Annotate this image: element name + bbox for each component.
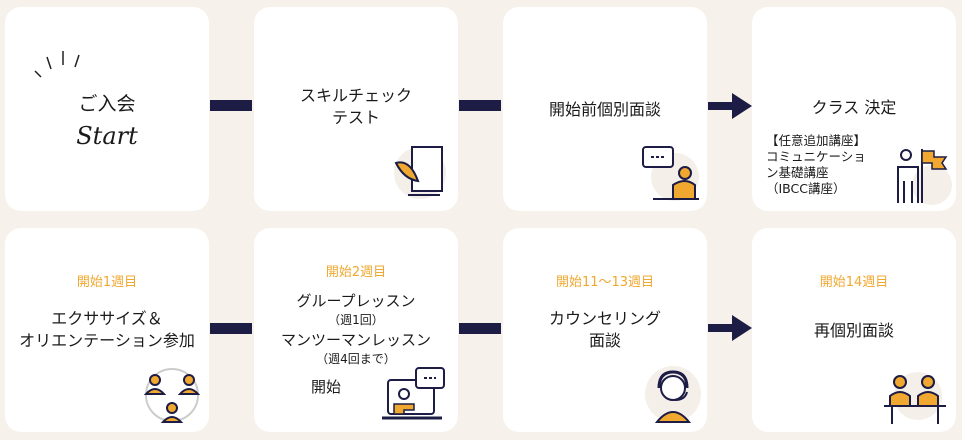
step-title: クラス 決定 [811,98,897,117]
group-people-icon [143,368,201,423]
lesson-line: グループレッスン [296,292,416,310]
note-line: （IBCC講座） [766,181,846,196]
week-label: 開始11〜13週目 [555,275,655,290]
speech-person-icon [642,146,699,201]
step-card-class-decision: クラス 決定 【任意追加講座】 コミュニケーショ ン基礎講座 （IBCC講座） [752,7,956,211]
step-card-week11-13: 開始11〜13週目 カウンセリング 面談 [503,228,707,432]
connector-arrow [708,93,752,119]
meeting-table-icon [884,372,946,424]
step-card-skill-check: スキルチェック テスト [254,7,458,211]
connector-bar [210,323,252,334]
lesson-line: （週1回） [328,313,384,327]
note-line: ン基礎講座 [766,165,829,180]
week-label: 開始1週目 [76,275,138,290]
week-label: 開始2週目 [325,265,387,280]
step-card-week2: 開始2週目 グループレッスン （週1回） マンツーマンレッスン （週4回まで） … [254,228,458,432]
person-flag-icon [897,149,952,205]
step-title: 開始前個別面談 [548,100,661,119]
optional-course-note: 【任意追加講座】 コミュニケーショ ン基礎講座 （IBCC講座） [766,133,866,197]
week-label: 開始14週目 [819,275,889,290]
lesson-line: 開始 [310,378,341,396]
step-card-join: ご入会 Start [5,7,209,211]
step-title-line: エクササイズ＆ [51,309,163,328]
step-card-week1: 開始1週目 エクササイズ＆ オリエンテーション参加 [5,228,209,432]
connector-bar [210,100,252,111]
step-subtitle: Start [76,122,138,150]
step-card-initial-interview: 開始前個別面談 [503,7,707,211]
connector-bar [459,323,501,334]
step-title-line: オリエンテーション参加 [19,331,195,350]
sparkle-icon [34,51,80,78]
step-title: 再個別面談 [813,321,894,340]
step-title-line: カウンセリング [548,309,661,328]
step-title-line: テスト [331,108,380,127]
step-card-week14: 開始14週目 再個別面談 [752,228,956,432]
note-line: 【任意追加講座】 [766,133,867,148]
connector-arrow [708,315,752,341]
step-title-line: 面談 [588,331,621,350]
step-title-line: スキルチェック [299,86,412,105]
lesson-line: （週4回まで） [316,352,396,366]
lesson-line: マンツーマンレッスン [280,331,431,349]
note-line: コミュニケーショ [766,149,866,164]
online-lesson-laptop-icon [382,367,445,420]
connector-bar [459,100,501,111]
quill-scroll-icon [394,146,446,199]
counselor-headset-icon [645,366,701,423]
step-title: ご入会 [78,93,136,115]
